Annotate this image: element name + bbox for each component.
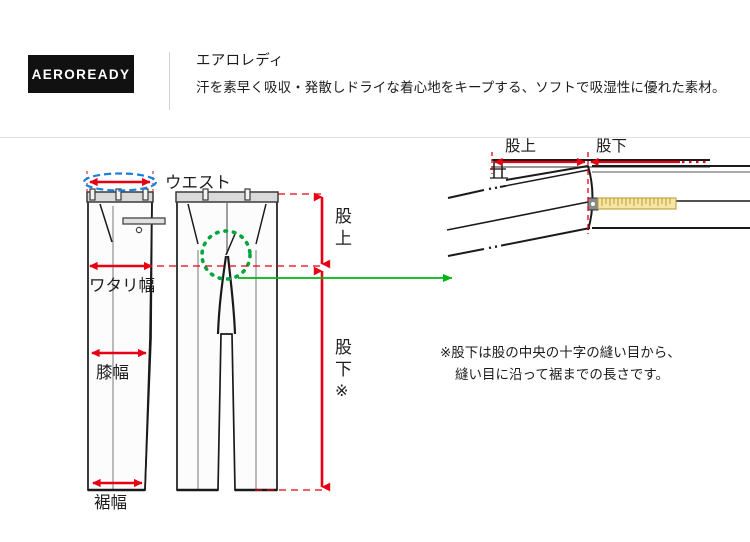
header-divider-rule [0, 137, 750, 138]
thigh-measurement: ワタリ幅 [89, 261, 155, 295]
label-rise-char1: 股 [335, 207, 352, 226]
inseam-measurement: 股 下 ※ 股下※ [313, 266, 352, 492]
label-inseam-char2: 下 [335, 360, 352, 379]
label-hem-width: 裾幅 [94, 493, 127, 512]
label-inseam-char3: ※ [335, 383, 348, 400]
label-rise-char2: 上 [335, 229, 352, 248]
pants-back-view [175, 188, 279, 492]
header-text-block: エアロレディ 汗を素早く吸収・発散しドライな着心地をキープする、ソフトで吸湿性に… [196, 51, 726, 98]
back-waistband [175, 191, 279, 203]
aeroready-logo: AEROREADY [28, 55, 134, 93]
label-waist: ウエスト [165, 173, 231, 192]
pants-measurement-diagram: ウエスト ワタリ幅 膝幅 裾幅 股 上 股上 股 下 ※ 股下※ [82, 138, 750, 512]
measuring-tape [587, 197, 677, 211]
waist-measurement: ウエスト [82, 171, 231, 194]
waist-ellipse-indicator [82, 172, 158, 192]
tape-body [597, 197, 677, 210]
header-vertical-divider [169, 52, 170, 110]
header-inner: AEROREADY エアロレディ 汗を素早く吸収・発散しドライな着心地をキープす… [28, 52, 726, 110]
knee-measurement: 膝幅 [91, 348, 147, 382]
label-detail-rise: 股上 [505, 138, 536, 155]
crotch-seam-marker-circle [200, 229, 252, 281]
hem-measurement: 裾幅 [92, 478, 143, 512]
label-inseam-char1: 股 [335, 338, 352, 357]
inseam-note-line-1: ※股下は股の中央の十字の縫い目から、 [440, 345, 681, 360]
label-knee-width: 膝幅 [96, 363, 129, 382]
inseam-note-line-2: 縫い目に沿って裾までの長さです。 [455, 367, 669, 382]
technology-header: AEROREADY エアロレディ 汗を素早く吸収・発散しドライな着心地をキープす… [0, 0, 750, 138]
technology-description: 汗を素早く吸収・発散しドライな着心地をキープする、ソフトで吸湿性に優れた素材。 [196, 79, 726, 95]
front-pocket-welt [122, 217, 166, 225]
rise-measurement: 股 上 股上 [313, 192, 352, 269]
size-diagram-area: ウエスト ワタリ幅 膝幅 裾幅 股 上 股上 股 下 ※ 股下※ [0, 138, 750, 542]
pants-front-view [86, 188, 166, 492]
label-thigh-width: ワタリ幅 [89, 276, 155, 295]
technology-title: エアロレディ [196, 53, 284, 69]
crotch-detail-view: 股上 股下 [446, 138, 750, 257]
label-detail-inseam: 股下 [596, 138, 627, 155]
